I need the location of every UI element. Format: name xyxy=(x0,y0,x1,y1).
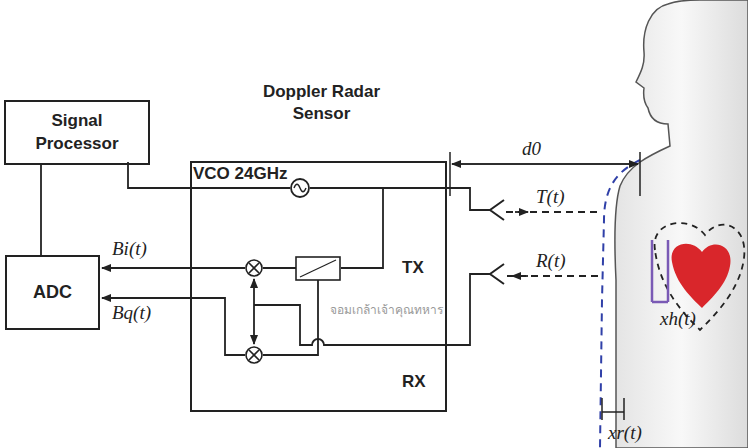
mixer-symbol xyxy=(246,260,262,363)
component-label: VCO 24GHz xyxy=(193,164,287,184)
signal-name: T(t) xyxy=(536,186,565,208)
receive-arrow xyxy=(512,275,528,277)
oscillator-symbol xyxy=(291,179,309,197)
dimension-label: d0 xyxy=(522,138,541,160)
heart-region xyxy=(655,223,745,330)
human-body xyxy=(615,0,748,448)
transmit-wave xyxy=(506,211,598,213)
heading: Doppler Radar Sensor xyxy=(234,81,409,125)
box-label: ADC xyxy=(33,281,72,304)
receive-wave xyxy=(506,275,598,277)
splitter-symbol xyxy=(296,257,340,280)
watermark: จอมเกล้าเจ้าคุณทหาร xyxy=(330,300,443,319)
process-box: ADC xyxy=(5,255,100,330)
dimension-label: xh(t) xyxy=(660,308,696,330)
heart-displacement xyxy=(652,240,668,302)
signal-name: Bi(t) xyxy=(112,238,147,260)
signal-name: Bq(t) xyxy=(112,302,151,324)
tx-antenna xyxy=(490,200,504,220)
chest-displacement xyxy=(602,398,624,420)
box-label: Signal Processor xyxy=(14,110,140,154)
transmit-arrow xyxy=(515,211,528,213)
connector xyxy=(40,165,42,255)
process-box: Signal Processor xyxy=(4,100,150,165)
heart xyxy=(672,244,731,308)
port-label: RX xyxy=(402,372,426,392)
wires xyxy=(102,162,490,355)
signal-name: R(t) xyxy=(536,250,566,272)
dimension-label: xr(t) xyxy=(608,422,642,444)
rx-antenna xyxy=(490,264,504,284)
chest-surface xyxy=(600,160,640,448)
port-label: TX xyxy=(402,258,424,278)
